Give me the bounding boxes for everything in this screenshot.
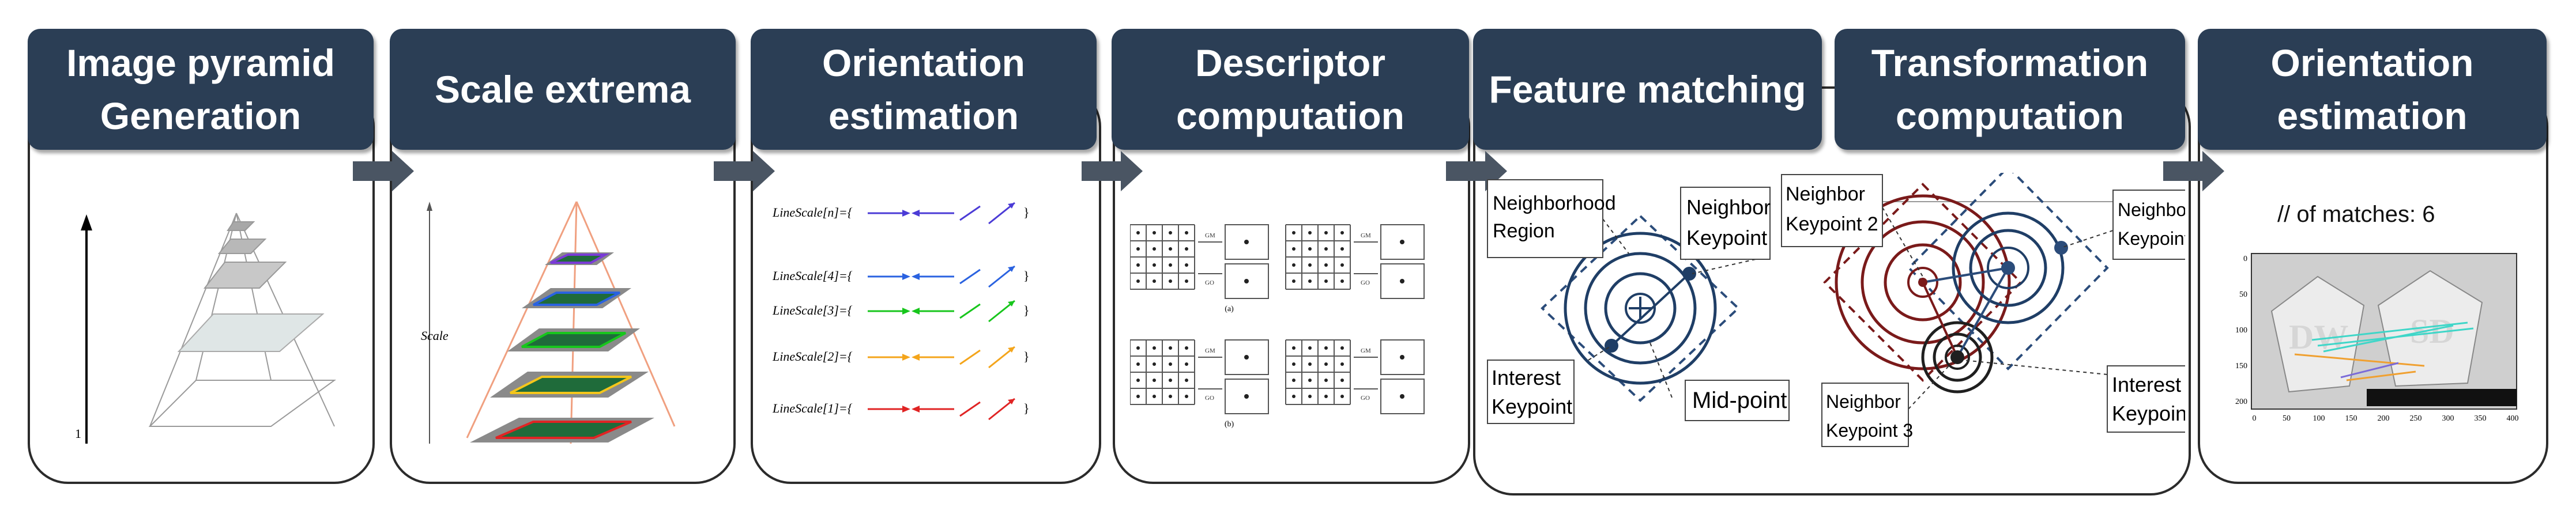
label-interest-keypoint-b-2: Keypoint [2112, 402, 2185, 425]
x-tick-label: 150 [2345, 414, 2357, 423]
descriptor-illustration: GM GO GM GO GM GO GM GO (a) (b) [1130, 224, 1425, 429]
caption-a: (a) [1225, 305, 1234, 313]
y-tick-label: 0 [2243, 255, 2247, 263]
right-pill [2377, 270, 2483, 387]
descriptor-grid: GM GO [1130, 339, 1269, 414]
label-mid-point: Mid-point [1692, 388, 1787, 413]
line-scale-label: LineScale[3]={ [773, 303, 853, 317]
go-label: GO [1361, 395, 1370, 402]
x-tick-label: 400 [2507, 414, 2519, 423]
label-neighborhood-region-1: Neighborhood [1493, 192, 1616, 214]
label-neighbor-keypoint-1: Neighbor [1686, 195, 1771, 219]
line-scale-close: } [1023, 401, 1030, 415]
feature-matching-figure: Neighborhood Region Neighbor Keypoint In… [1487, 179, 1790, 424]
axis-arrowhead [427, 202, 432, 211]
line-scale-illustration: LineScale[n]={}LineScale[4]={}LineScale[… [773, 202, 1030, 421]
line-scale-row: LineScale[4]={} [773, 265, 1030, 288]
axis-tick-label: 1 [75, 426, 81, 441]
panel-orientation-estimation [751, 86, 1101, 484]
pyramid-illustration: 1 [75, 213, 337, 444]
label-neighbor-keypoint1-1: Neighbor [2118, 199, 2185, 220]
label-neighbor-keypoint2-1: Neighbor [1786, 183, 1865, 205]
label-neighborhood-region-2: Region [1493, 220, 1555, 242]
line-scale-label: LineScale[n]={ [773, 205, 853, 220]
label-interest-keypoint-1: Interest [1492, 366, 1561, 389]
line-scale-label: LineScale[4]={ [773, 268, 853, 283]
line-scale-close: } [1023, 268, 1030, 283]
matching-illustration: Neighborhood Region Neighbor Keypoint In… [1487, 173, 2185, 447]
label-neighbor-keypoint3-2: Keypoint 3 [1826, 420, 1913, 441]
label-neighbor-keypoint3-1: Neighbor [1826, 391, 1901, 412]
label-neighbor-keypoint1-2: Keypoint 1 [2118, 228, 2185, 249]
line-scale-row: LineScale[1]={} [773, 398, 1030, 421]
flow-arrow-5 [2163, 151, 2224, 191]
step-title-scale-extrema: Scale extrema [390, 29, 736, 150]
line-scale-close: } [1023, 349, 1030, 364]
x-tick-label: 300 [2442, 414, 2454, 423]
y-tick-label: 150 [2235, 362, 2247, 370]
x-tick-label: 100 [2313, 414, 2325, 423]
flow-arrow-1 [353, 151, 414, 191]
x-tick-label: 200 [2378, 414, 2390, 423]
x-tick-label: 250 [2410, 414, 2422, 423]
x-tick-label: 0 [2253, 414, 2257, 423]
flow-arrow-3 [1082, 151, 1143, 191]
gm-label: GM [1205, 347, 1215, 354]
panel-descriptor-computation [1113, 86, 1470, 484]
x-tick-label: 50 [2283, 414, 2291, 423]
step-title-feature-matching: Feature matching [1473, 29, 1822, 150]
line-scale-row: LineScale[2]={} [773, 346, 1030, 369]
line-scale-close: } [1023, 303, 1030, 317]
y-tick-label: 200 [2235, 398, 2247, 406]
descriptor-grid: GM GO [1130, 224, 1269, 299]
line-scale-row: LineScale[n]={} [773, 202, 1030, 225]
y-tick-label: 100 [2235, 326, 2247, 335]
line-scale-label: LineScale[2]={ [773, 349, 853, 364]
scale-axis-label: Scale [421, 328, 449, 343]
go-label: GO [1205, 279, 1214, 286]
line-scale-row: LineScale[3]={} [773, 300, 1030, 323]
descriptor-grid: GM GO [1285, 339, 1425, 414]
scale-pyramid-illustration: Scale [421, 201, 676, 444]
line-scale-close: } [1023, 205, 1030, 220]
black-bar [2367, 389, 2517, 406]
caption-b: (b) [1225, 420, 1234, 429]
gm-label: GM [1361, 232, 1371, 239]
transformation-figure: Neighbor Keypoint 2 Neighbor Keypoint 1 … [1781, 173, 2185, 447]
label-neighbor-keypoint2-2: Keypoint 2 [1786, 213, 1878, 235]
go-label: GO [1205, 395, 1214, 402]
go-label: GO [1361, 279, 1370, 286]
axis-arrowhead [81, 214, 92, 230]
matches-count: // of matches: 6 [2277, 202, 2435, 227]
flow-arrow-2 [714, 151, 775, 191]
label-interest-keypoint-b-1: Interest [2112, 373, 2181, 396]
line-scale-label: LineScale[1]={ [773, 401, 853, 415]
label-neighbor-keypoint-2: Keypoint [1686, 226, 1767, 249]
gm-label: GM [1205, 232, 1215, 239]
x-tick-label: 350 [2475, 414, 2487, 423]
gm-label: GM [1361, 347, 1371, 354]
y-tick-label: 50 [2239, 290, 2247, 299]
match-lines [2294, 321, 2474, 381]
label-interest-keypoint-2: Keypoint [1492, 395, 1572, 418]
descriptor-grid: GM GO [1285, 224, 1425, 299]
